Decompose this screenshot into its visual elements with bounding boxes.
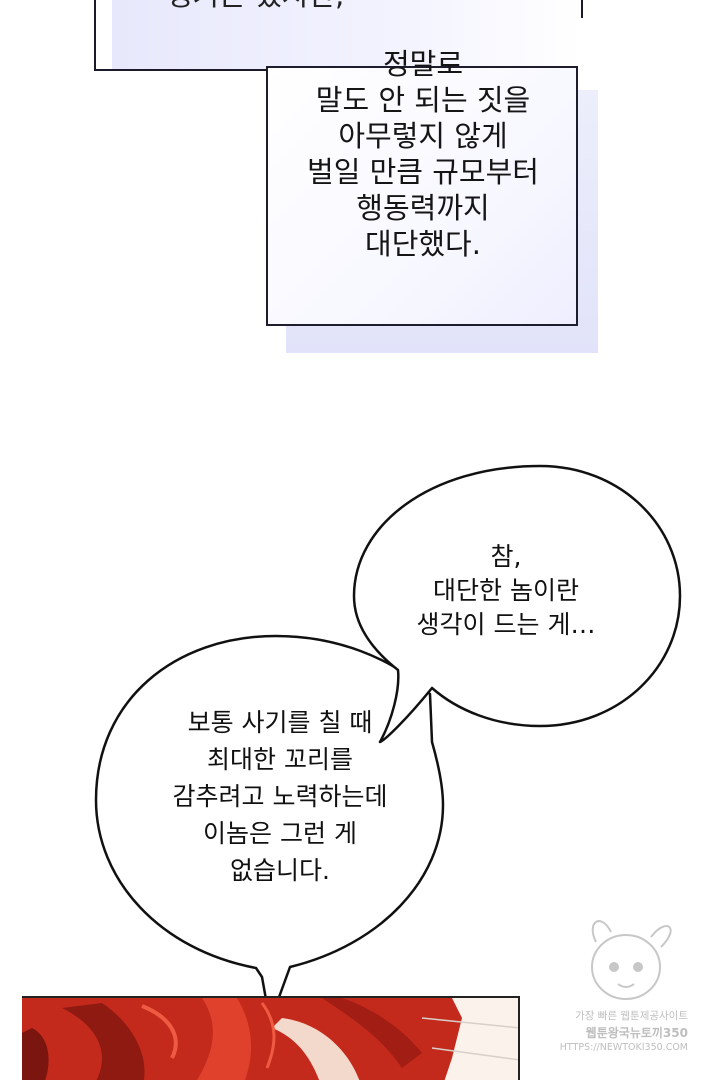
speech-bubble-2-text: 보통 사기를 칠 때 최대한 꼬리를 감추려고 노력하는데 이놈은 그런 게 없… bbox=[130, 704, 430, 889]
top-caption: 생기는 했지만, bbox=[140, 0, 370, 14]
speech-bubble-1 bbox=[352, 464, 682, 744]
narration-line: 행동력까지 bbox=[356, 191, 490, 225]
watermark-line: 웹툰왕국뉴토끼350 bbox=[585, 1026, 688, 1040]
narration-box: 정말로 말도 안 되는 짓을 아무렇지 않게 벌일 만큼 규모부터 행동력까지 … bbox=[266, 47, 578, 326]
narration-line: 대단했다. bbox=[365, 227, 481, 261]
bubble-line: 참, bbox=[490, 542, 522, 571]
bubble-line: 없습니다. bbox=[230, 856, 330, 885]
narration-line: 벌일 만큼 규모부터 bbox=[307, 155, 539, 189]
bubble-line: 감추려고 노력하는데 bbox=[172, 782, 388, 811]
red-hair-illustration bbox=[22, 998, 518, 1080]
character-art-panel bbox=[22, 996, 520, 1080]
narration-line: 말도 안 되는 짓을 bbox=[315, 83, 531, 117]
speech-bubble-2 bbox=[94, 634, 445, 1024]
narration-text: 정말로 말도 안 되는 짓을 아무렇지 않게 벌일 만큼 규모부터 행동력까지 … bbox=[268, 46, 578, 262]
top-panel-background bbox=[112, 0, 582, 70]
bubble-line: 최대한 꼬리를 bbox=[207, 745, 353, 774]
site-watermark: 가장 빠른 웹툰제공사이트 웹툰왕국뉴토끼350 HTTPS://NEWTOKI… bbox=[556, 912, 688, 1062]
watermark-line: 가장 빠른 웹툰제공사이트 bbox=[575, 1010, 688, 1022]
mascot-logo-icon bbox=[591, 920, 672, 1000]
bubble-line: 이놈은 그런 게 bbox=[203, 819, 357, 848]
bubble-line: 생각이 드는 게… bbox=[416, 610, 596, 639]
bubble-line: 대단한 놈이란 bbox=[433, 576, 579, 605]
speech-bubble-1-text: 참, 대단한 놈이란 생각이 드는 게… bbox=[406, 540, 606, 642]
bubble-line: 보통 사기를 칠 때 bbox=[187, 708, 373, 737]
watermark-line: HTTPS://NEWTOKI350.COM bbox=[559, 1042, 688, 1053]
narration-line: 아무렇지 않게 bbox=[338, 119, 508, 153]
narration-line: 정말로 bbox=[382, 47, 464, 81]
